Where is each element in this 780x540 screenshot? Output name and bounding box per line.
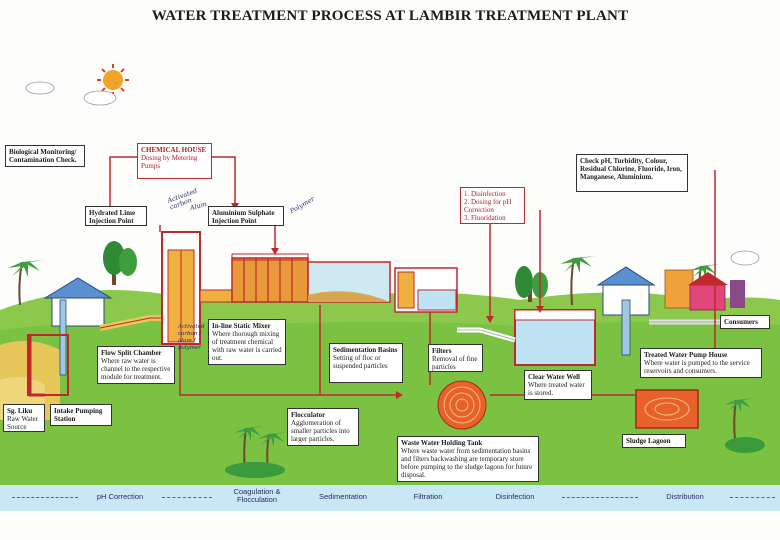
filters-desc: Removal of fine particles <box>432 355 478 371</box>
filters-box: Filters Removal of fine particles <box>428 344 483 372</box>
filters-title: Filters <box>432 347 452 355</box>
lime-injection-label: Hydrated Lime Injection Point <box>89 209 136 225</box>
process-stage-bar <box>0 485 780 511</box>
clear-water-well-desc: Where treated water is stored. <box>528 381 585 397</box>
disinfection-line-2: 2. Dosing for pH Correction <box>464 198 512 214</box>
sedimentation-title: Sedimentation Basins <box>333 346 398 354</box>
sg-liku-desc: Raw Water Source <box>7 415 38 431</box>
waste-tank-box: Waste Water Holding Tank Where waste wat… <box>397 436 539 482</box>
flocculator-box: Flocculator Agglomeration of smaller par… <box>287 408 359 446</box>
flow-split-box: Flow Split Chamber Where raw water is ch… <box>97 346 175 384</box>
stage-disinfection: Disinfection <box>495 492 535 501</box>
cloud-icon <box>25 81 760 266</box>
static-mixer-box: In-line Static Mixer Where thorough mixi… <box>208 319 286 365</box>
sg-liku-box: Sg. Liku Raw Water Source <box>3 404 45 432</box>
pump-house-structure <box>596 266 656 356</box>
tree-icon <box>515 266 548 302</box>
stage-distribution: Distribution <box>666 492 704 501</box>
consumers-box: Consumers <box>720 315 770 329</box>
intake-station-structure <box>27 277 113 397</box>
lime-injection-box: Hydrated Lime Injection Point <box>85 206 147 226</box>
stage-coagulation: Coagulation & Flocculation <box>233 487 281 504</box>
sedimentation-box: Sedimentation Basins Setting of floc or … <box>329 343 403 383</box>
house-icon <box>664 269 745 311</box>
static-mixer-title: In-line Static Mixer <box>212 322 271 330</box>
flow-split-desc: Where raw water is channel to the respec… <box>101 357 171 381</box>
consumers-label: Consumers <box>724 318 758 326</box>
sg-liku-title: Sg. Liku <box>7 407 33 415</box>
clear-water-well-box: Clear Water Well Where treated water is … <box>524 370 592 400</box>
clear-water-well-title: Clear Water Well <box>528 373 580 381</box>
stage-divider-line <box>562 497 638 498</box>
tree-icon <box>103 241 137 285</box>
quality-check-box: Check pH, Turbidity, Colour, Residual Ch… <box>576 154 688 192</box>
pump-house-desc: Where water is pumped to the service res… <box>644 359 750 375</box>
intake-box: Intake Pumping Station <box>50 404 112 426</box>
flocculator-title: Flocculator <box>291 411 326 419</box>
waste-tank-desc: Where waste water from sedimentation bas… <box>401 447 533 479</box>
stage-sedimentation: Sedimentation <box>319 492 367 501</box>
waste-tank-title: Waste Water Holding Tank <box>401 439 483 447</box>
sludge-lagoon-structure <box>635 389 699 429</box>
chemical-house-desc: Dosing by Metering Pumps <box>141 154 198 170</box>
sludge-lagoon-box: Sludge Lagoon <box>622 434 686 448</box>
handwritten-bottom-note: Activated carbon / alum / polymer <box>178 324 205 351</box>
pump-house-box: Treated Water Pump House Where water is … <box>640 348 762 378</box>
quality-check-label: Check pH, Turbidity, Colour, Residual Ch… <box>580 157 682 181</box>
bio-monitoring-box: Biological Monitoring/ Contamination Che… <box>5 145 85 167</box>
disinfection-line-3: 3. Fluoridation <box>464 214 506 222</box>
flow-split-title: Flow Split Chamber <box>101 349 162 357</box>
sun-icon <box>97 64 129 96</box>
page-title: WATER TREATMENT PROCESS AT LAMBIR TREATM… <box>151 8 629 24</box>
disinfection-line-1: 1. Disinfection <box>464 190 506 198</box>
sedimentation-basin-structure <box>307 261 391 303</box>
stage-ph-correction: pH Correction <box>96 492 144 501</box>
static-mixer-desc: Where thorough mixing of treatment chemi… <box>212 330 282 362</box>
intake-label: Intake Pumping Station <box>54 407 103 423</box>
stage-filtration: Filtration <box>413 492 443 501</box>
stage-divider-line <box>12 497 78 498</box>
clear-water-well-structure <box>514 309 596 366</box>
flow-split-chamber-structure <box>161 231 201 345</box>
chemical-house-box: CHEMICAL HOUSE Dosing by Metering Pumps <box>137 143 212 179</box>
disinfection-box: 1. Disinfection 2. Dosing for pH Correct… <box>460 187 525 224</box>
filters-structure <box>394 267 458 313</box>
bio-monitoring-label: Biological Monitoring/ Contamination Che… <box>9 148 77 164</box>
sedimentation-desc: Setting of floc or suspended particles <box>333 354 388 370</box>
stage-divider-line <box>162 497 212 498</box>
flocculator-desc: Agglomeration of smaller particles into … <box>291 419 350 443</box>
waste-water-tank-structure <box>437 380 487 430</box>
stage-divider-line <box>730 497 775 498</box>
alum-injection-label: Aluminium Sulphate Injection Point <box>212 209 275 225</box>
flocculator-structure <box>231 253 309 303</box>
palm-leaves <box>8 256 755 447</box>
pump-house-title: Treated Water Pump House <box>644 351 728 359</box>
alum-injection-box: Aluminium Sulphate Injection Point <box>208 206 284 226</box>
sludge-lagoon-label: Sludge Lagoon <box>626 437 671 445</box>
chemical-house-title: CHEMICAL HOUSE <box>141 146 207 154</box>
